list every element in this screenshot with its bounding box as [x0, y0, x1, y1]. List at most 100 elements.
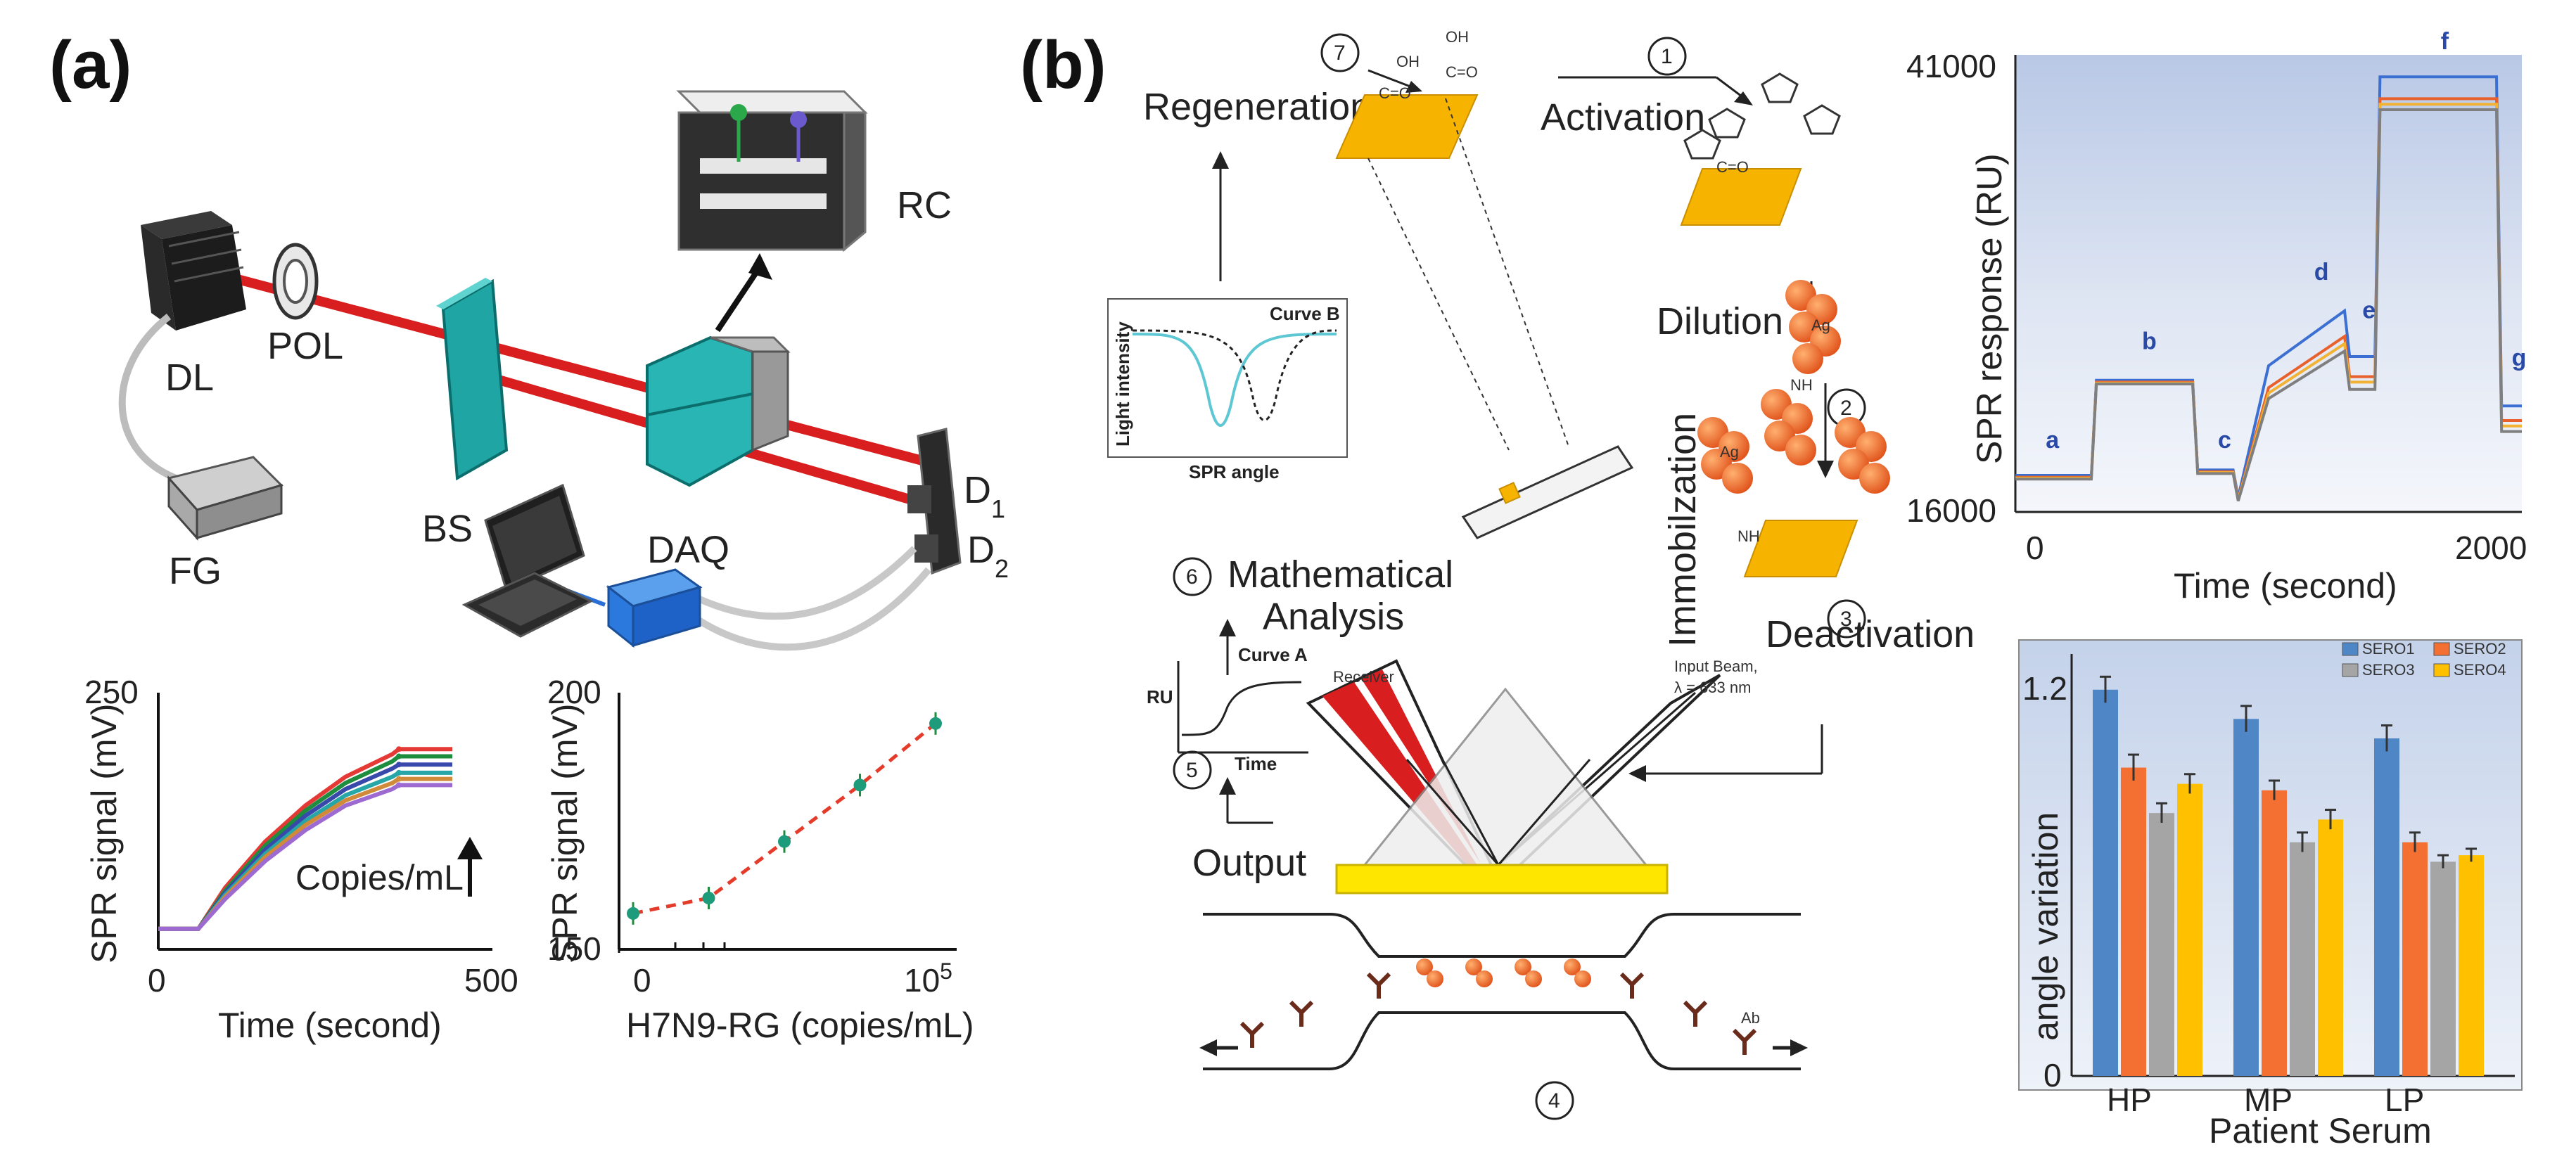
plot-background: [2015, 55, 2522, 512]
label-nh-1: NH: [1790, 376, 1813, 394]
segment-label-f: f: [2441, 28, 2449, 55]
label-oh-2: OH: [1446, 28, 1469, 46]
curve-b-line: [1132, 329, 1337, 421]
label-coo-2: C=O: [1446, 63, 1478, 81]
antigen-cluster-dilution: Ag: [1785, 280, 1841, 374]
y-tick-1-2: 1.2: [2022, 670, 2067, 707]
biosensor-chip: [1461, 445, 1634, 539]
beam-splitter: [436, 278, 509, 481]
time-series-5: [158, 776, 452, 931]
laser-beam-upper: [231, 273, 937, 469]
reaction-cell: [646, 335, 791, 487]
x-tick-2000: 2000: [2455, 530, 2527, 566]
legend-label-sero1: SERO1: [2362, 640, 2415, 658]
daq-box: [606, 568, 703, 648]
svg-text:3: 3: [1840, 608, 1852, 631]
bar-mp-sero1: [2233, 719, 2259, 1076]
legend-swatch-sero2: [2433, 642, 2450, 656]
chip-activation: [1680, 168, 1802, 226]
label-rc: RC: [897, 184, 952, 226]
label-analysis: Analysis: [1263, 596, 1404, 638]
segment-label-a: a: [2046, 427, 2060, 454]
x-tick-0: 0: [633, 962, 651, 999]
x-tick-500: 500: [464, 962, 518, 999]
mini-chart-spr-angle: Curve B SPR angle Light intensity: [1107, 298, 1348, 482]
svg-text:6: 6: [1186, 565, 1198, 589]
time-series-group: [158, 746, 452, 931]
svg-text:SPR angle: SPR angle: [1189, 461, 1280, 482]
label-regeneration: Regeneration: [1143, 86, 1371, 128]
svg-text:Light intensity: Light intensity: [1112, 321, 1133, 447]
svg-text:Ag: Ag: [1811, 316, 1830, 334]
label-coo-1: C=O: [1379, 84, 1411, 102]
step-3: 3: [1827, 599, 1866, 639]
label-bs: BS: [422, 508, 473, 550]
svg-text:RU: RU: [1147, 686, 1173, 707]
data-point-1: [627, 906, 639, 920]
x-axis-label: Time (second): [218, 1006, 442, 1045]
label-nh-2: NH: [1737, 527, 1760, 545]
x-axis-label: H7N9-RG (copies/mL): [626, 1006, 974, 1045]
time-series-1: [158, 747, 452, 931]
data-point-5: [929, 717, 942, 730]
data-point-3: [778, 835, 791, 848]
label-coo-3: C=O: [1716, 158, 1749, 176]
x-tick-10-5: 105: [904, 959, 952, 999]
bar-lp-sero2: [2402, 842, 2428, 1076]
annotation-copies: Copies/mL: [295, 858, 464, 897]
chip-immobilization: [1743, 520, 1858, 577]
cable-detector-2: [694, 567, 931, 651]
y-axis-label: SPR signal (mV): [545, 703, 585, 963]
chart-spr-concentration: 200 150 0 105 H7N9-RG (copies/mL) SPR si…: [545, 674, 974, 1045]
segment-label-d: d: [2314, 259, 2329, 286]
segment-label-c: c: [2218, 427, 2231, 454]
spr-series-4: [2015, 108, 2522, 501]
fit-curve: [632, 722, 937, 916]
time-series-4: [158, 770, 452, 931]
mini-chart-output: RU Time Curve A: [1147, 644, 1308, 774]
segment-label-e: e: [2362, 297, 2376, 323]
step-6: 6: [1173, 557, 1212, 596]
label-ab: Ab: [1741, 1009, 1760, 1027]
bar-mp-sero2: [2262, 790, 2287, 1076]
label-dl: DL: [165, 357, 214, 399]
legend-swatch-sero4: [2433, 663, 2450, 677]
bar-lp-sero1: [2374, 738, 2399, 1076]
bar-hp-sero4: [2177, 783, 2202, 1076]
plateau-point-5: [396, 776, 402, 782]
antigen-cluster-left: Ag: [1697, 417, 1753, 494]
antigen-cluster-mid: [1761, 389, 1816, 466]
y-axis-label: SPR response (RU): [1970, 153, 2009, 464]
spr-series-group: [2015, 75, 2522, 501]
step-4: 4: [1535, 1081, 1574, 1120]
legend-swatch-sero3: [2342, 663, 2359, 677]
y-tick-150: 150: [547, 930, 601, 967]
svg-text:Input Beam,: Input Beam,: [1674, 658, 1758, 675]
step-1: 1: [1647, 37, 1687, 76]
spr-series-1: [2015, 75, 2522, 498]
arrow-to-rc: [715, 265, 763, 333]
svg-text:Ag: Ag: [1720, 443, 1739, 461]
diode-laser: [141, 211, 246, 331]
svg-text:7: 7: [1334, 41, 1346, 65]
label-deactivation: Deactivation: [1766, 613, 1975, 655]
segment-label-b: b: [2142, 328, 2157, 355]
bar-mp-sero4: [2318, 819, 2343, 1076]
label-mathematical: Mathematical: [1228, 553, 1453, 596]
label-output: Output: [1192, 842, 1306, 884]
svg-text:Curve B: Curve B: [1270, 303, 1340, 324]
plateau-point-1: [396, 746, 402, 752]
curve-a-line: [1132, 333, 1337, 427]
time-series-3: [158, 762, 452, 931]
chip-regeneration: [1335, 94, 1479, 159]
bar-mp-sero3: [2290, 842, 2315, 1076]
svg-text:2: 2: [1840, 397, 1852, 420]
x-tick-0: 0: [148, 962, 166, 999]
y-tick-250: 250: [84, 674, 139, 710]
label-activation: Activation: [1541, 96, 1705, 139]
bar-lp-sero3: [2430, 861, 2456, 1076]
svg-text:5: 5: [1186, 759, 1198, 782]
